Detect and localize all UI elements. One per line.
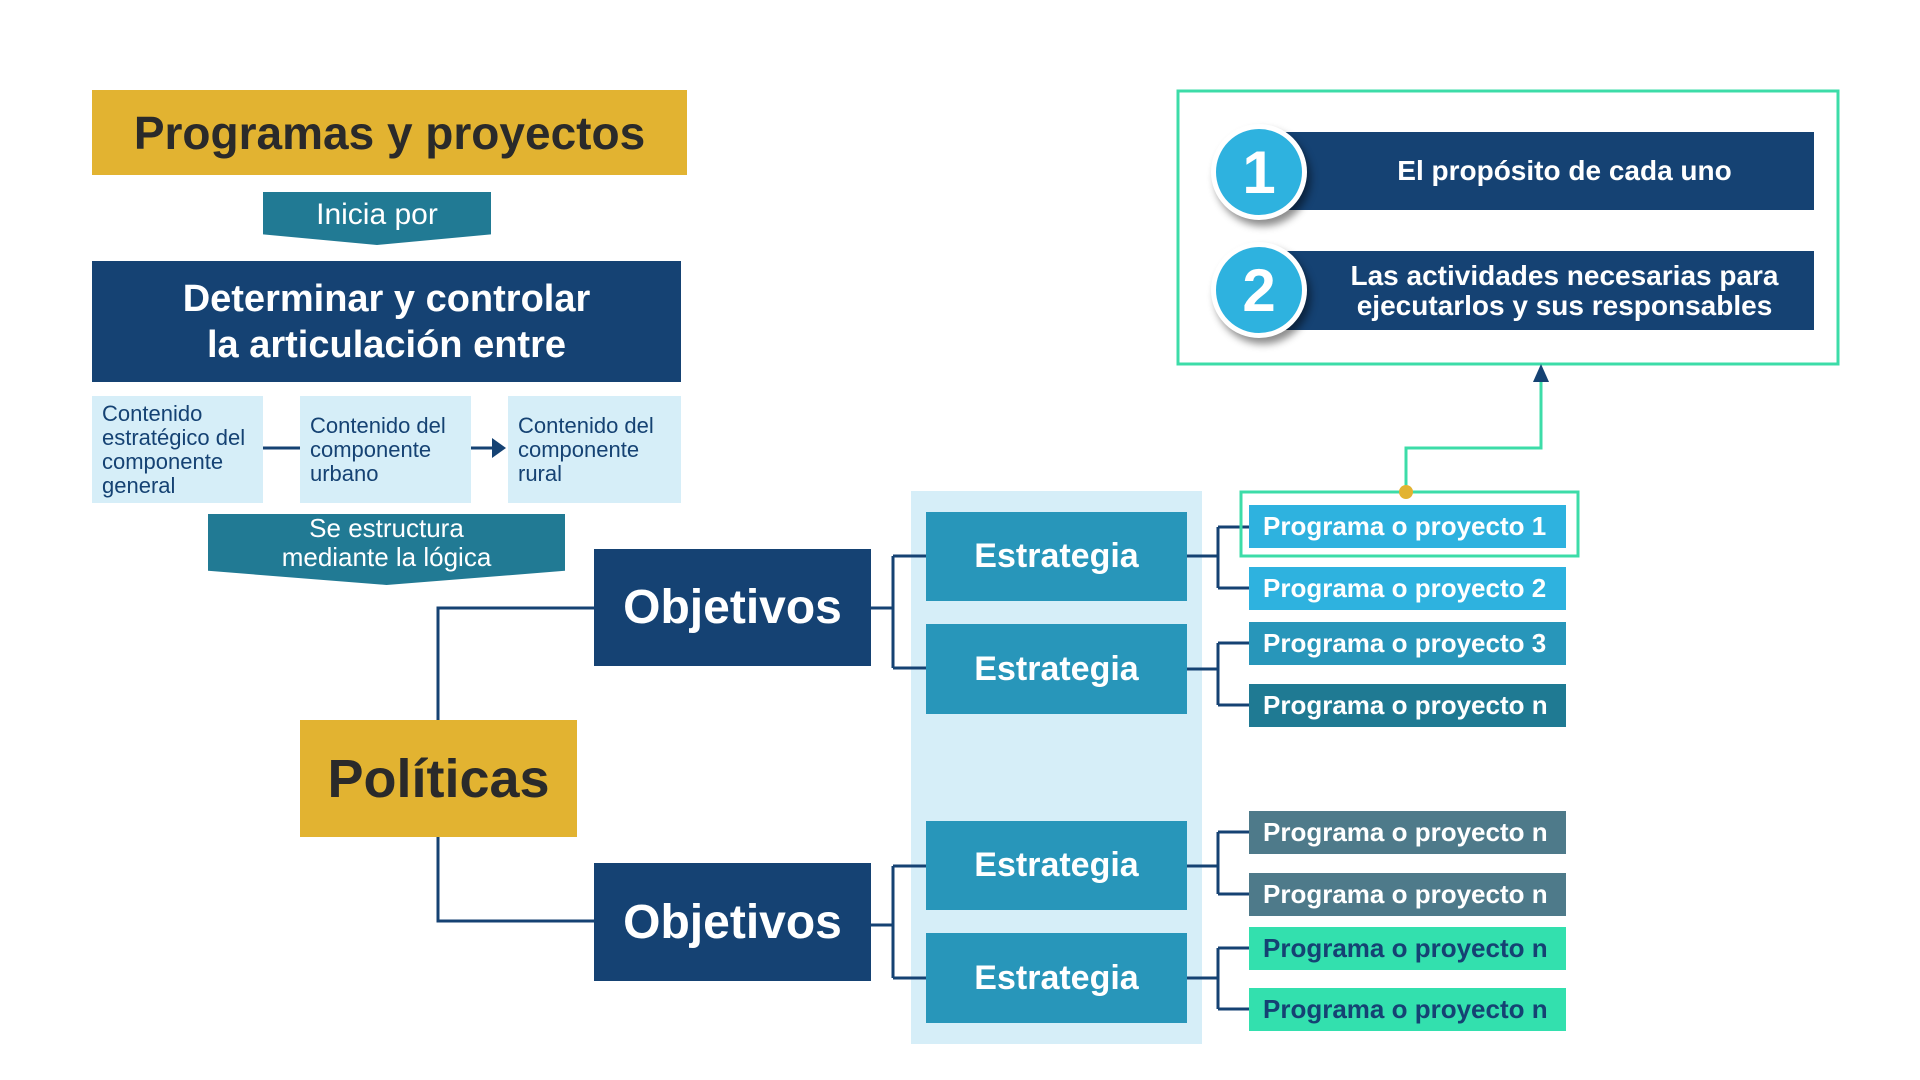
program-item: Programa o proyecto n	[1249, 873, 1566, 916]
detail-purpose: El propósito de cada uno	[1285, 132, 1814, 210]
strategy-connector	[1187, 830, 1249, 896]
strategy-connector	[1187, 946, 1249, 1011]
structured-label: Se estructura mediante la lógica	[208, 514, 565, 585]
number-badge-1: 1	[1211, 124, 1307, 220]
strategy-connector	[1187, 525, 1249, 590]
program-item: Programa o proyecto n	[1249, 811, 1566, 854]
objectives-box: Objetivos	[594, 863, 871, 981]
number-badge-2: 2	[1211, 242, 1307, 338]
policy-connector	[436, 606, 594, 923]
strategy-box: Estrategia	[926, 512, 1187, 601]
objective-connector	[871, 864, 926, 980]
content-rural: Contenido del componente rural	[508, 396, 681, 503]
details-frame	[1176, 89, 1840, 366]
strategy-box: Estrategia	[926, 821, 1187, 910]
strategy-box: Estrategia	[926, 933, 1187, 1023]
strategy-box: Estrategia	[926, 624, 1187, 714]
program-item: Programa o proyecto 3	[1249, 622, 1566, 665]
policies-box: Políticas	[300, 720, 577, 837]
link-line	[1404, 380, 1543, 492]
arrow-up-icon	[1533, 364, 1549, 382]
program-item: Programa o proyecto n	[1249, 684, 1566, 727]
strategy-connector	[1187, 641, 1249, 707]
link-dot	[1399, 485, 1413, 499]
detail-activities: Las actividades necesarias para ejecutar…	[1285, 251, 1814, 330]
objectives-box: Objetivos	[594, 549, 871, 666]
starts-with-label: Inicia por	[263, 192, 491, 245]
program-item: Programa o proyecto n	[1249, 988, 1566, 1031]
content-general: Contenido estratégico del componente gen…	[92, 396, 263, 503]
program-item: Programa o proyecto 2	[1249, 567, 1566, 610]
determine-box: Determinar y controlar la articulación e…	[92, 261, 681, 382]
page-title: Programas y proyectos	[92, 90, 687, 175]
program-item: Programa o proyecto n	[1249, 927, 1566, 970]
content-urban: Contenido del componente urbano	[300, 396, 471, 503]
objective-connector	[871, 554, 926, 670]
program-item: Programa o proyecto 1	[1249, 505, 1566, 548]
arrow-icon	[492, 438, 506, 458]
